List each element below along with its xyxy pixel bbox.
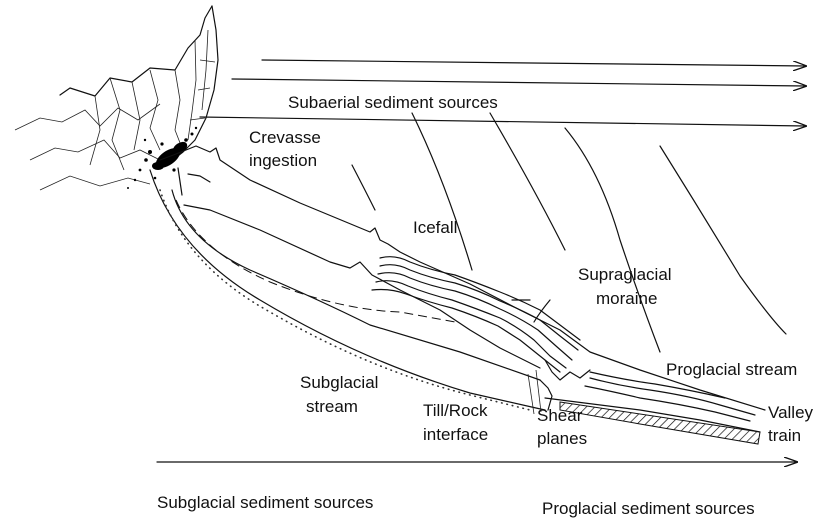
label-ingestion: ingestion <box>249 151 317 170</box>
label-train: train <box>768 426 801 445</box>
label-till-rock: Till/Rock <box>423 401 488 420</box>
rock-debris <box>127 127 197 189</box>
label-interface: interface <box>423 425 488 444</box>
label-planes: planes <box>537 429 587 448</box>
label-valley: Valley <box>768 403 814 422</box>
label-crevasse: Crevasse <box>249 128 321 147</box>
label-subglacial: Subglacial <box>300 373 378 392</box>
label-proglacial-sources: Proglacial sediment sources <box>542 499 755 518</box>
label-icefall: Icefall <box>413 218 457 237</box>
label-shear: Shear <box>537 406 583 425</box>
label-stream: stream <box>306 397 358 416</box>
label-subglacial-sources: Subglacial sediment sources <box>157 493 373 512</box>
label-moraine: moraine <box>596 289 657 308</box>
label-supraglacial: Supraglacial <box>578 265 672 284</box>
mountain-headwall <box>15 6 218 190</box>
label-proglacial-stream: Proglacial stream <box>666 360 797 379</box>
label-subaerial-sources: Subaerial sediment sources <box>288 93 498 112</box>
